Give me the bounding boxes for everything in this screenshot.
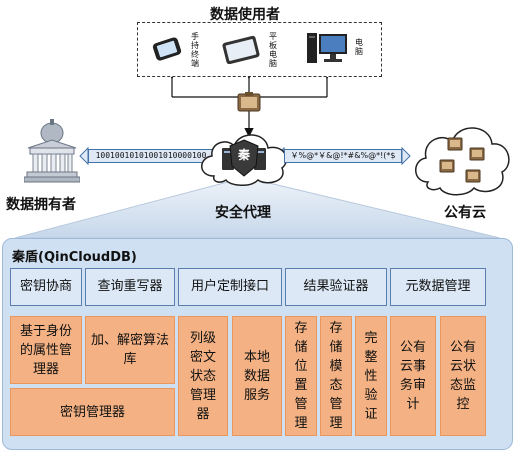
component-storage-location-text: 存储位置管理 xyxy=(294,321,308,431)
component-integrity-check-text: 完整性验证 xyxy=(364,330,378,422)
public-cloud-label: 公有云 xyxy=(444,205,486,221)
platform-title: 秦盾(QinCloudDB) xyxy=(12,250,137,265)
module-metadata-mgmt: 元数据管理 xyxy=(390,268,486,306)
module-custom-interface: 用户定制接口 xyxy=(178,268,282,306)
component-cloud-audit: 公有云事务审计 xyxy=(390,316,436,436)
component-integrity-check: 完整性验证 xyxy=(355,316,387,436)
bank-building-icon xyxy=(24,119,80,183)
smartphone-icon xyxy=(152,37,182,61)
device-label-computer: 电脑 xyxy=(355,38,363,56)
security-proxy-cloud xyxy=(201,134,288,186)
component-storage-location: 存储位置管理 xyxy=(285,316,317,436)
ciphertext-stream: ￥%@*￥&@!*#&%@*!(*$ xyxy=(284,149,402,163)
component-cloud-audit-text: 公有云事务审计 xyxy=(399,340,426,412)
component-column-state-manager: 列级密文状态管理器 xyxy=(178,316,228,436)
component-local-data-service: 本地数据服务 xyxy=(232,316,282,436)
tablet-icon xyxy=(222,35,260,64)
device-label-handheld: 手持终端 xyxy=(191,32,199,68)
component-attribute-manager-text: 基于身份的属性管理器 xyxy=(19,323,72,377)
component-column-state-manager-text: 列级密文状态管理器 xyxy=(189,330,216,422)
data-users-label: 数据使用者 xyxy=(210,7,280,23)
plaintext-stream: 10010010101001010000100 xyxy=(88,149,214,163)
component-local-data-service-text: 本地数据服务 xyxy=(243,349,270,403)
component-attribute-manager: 基于身份的属性管理器 xyxy=(10,316,82,384)
proxy-seal-label: 秦 xyxy=(238,148,251,162)
component-cloud-monitor: 公有云状态监控 xyxy=(440,316,486,436)
module-query-rewriter: 查询重写器 xyxy=(85,268,175,306)
security-proxy-label: 安全代理 xyxy=(215,205,271,221)
data-package-icon xyxy=(237,92,261,112)
device-label-tablet: 平板电脑 xyxy=(269,32,277,68)
component-crypto-library-text: 加、解密算法库 xyxy=(90,333,169,367)
component-storage-mode: 存储模态管理 xyxy=(320,316,352,436)
module-result-verifier: 结果验证器 xyxy=(285,268,387,306)
public-cloud-icon xyxy=(415,127,510,196)
component-key-manager: 密钥管理器 xyxy=(10,388,175,436)
component-storage-mode-text: 存储模态管理 xyxy=(329,321,343,431)
component-crypto-library: 加、解密算法库 xyxy=(85,316,175,384)
desktop-computer-icon xyxy=(307,33,347,63)
module-key-negotiation: 密钥协商 xyxy=(10,268,82,306)
component-cloud-monitor-text: 公有云状态监控 xyxy=(449,340,476,412)
data-owner-label: 数据拥有者 xyxy=(6,197,76,213)
